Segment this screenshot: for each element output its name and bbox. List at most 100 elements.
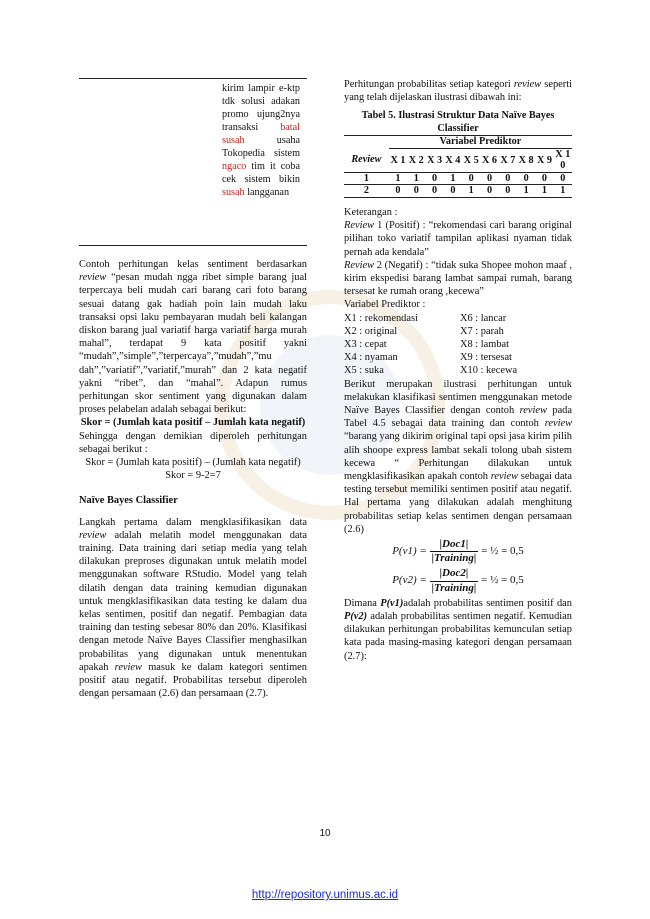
table-cell: 0 xyxy=(462,172,481,186)
table-caption: Tabel 5. Ilustrasi Struktur Data Naïve B… xyxy=(361,110,555,134)
text: “pesan mudah ngga ribet simple barang ju… xyxy=(79,272,307,416)
equation-1: P(v1) = |Doc1||Training| = ½ = 0,5 xyxy=(344,538,572,565)
table-col-header: X 1 0 xyxy=(553,148,572,173)
table-col-header: X 6 xyxy=(480,148,499,173)
fragment-text: langganan xyxy=(244,187,290,198)
paragraph-example: Contoh perhitungan kelas sentiment berda… xyxy=(79,258,307,416)
variable-item: X5 : suka xyxy=(344,365,384,377)
variables-title: Variabel Prediktor : xyxy=(344,299,426,311)
text: Berikut merupakan ilustrasi perhitungan … xyxy=(344,378,572,416)
italic-term: Review xyxy=(344,259,374,271)
paragraph-result: Sehingga dengan demikian diperoleh perhi… xyxy=(79,430,307,455)
equation-lhs: P(v2) = xyxy=(392,574,427,587)
table-cell: 0 xyxy=(407,184,426,198)
text: seperti yang telah dijelaskan ilustrasi … xyxy=(344,79,572,104)
table-cell: 0 xyxy=(480,184,499,198)
italic-term: review xyxy=(114,661,142,673)
table-cell: 1 xyxy=(443,172,463,186)
text: 1 (Positif) : “rekomendasi cari barang o… xyxy=(344,220,572,258)
text: adalah probabilitas sentimen positif dan xyxy=(403,597,572,609)
table-row-header: Review xyxy=(344,148,389,173)
fragment-text: tim it coba cek sistem bikin xyxy=(222,161,300,185)
italic-term: review xyxy=(519,404,547,416)
table-group-header: Variabel Prediktor xyxy=(388,135,572,149)
table-cell: 1 xyxy=(553,184,572,198)
table-fragment-text: kirim lampir e-ktp tdk solusi adakan pro… xyxy=(222,82,300,199)
fraction-numerator: |Doc1| xyxy=(429,538,479,553)
italic-term: review xyxy=(490,470,519,482)
review-2-desc: Review 2 (Negatif) : “tidak suka Shopee … xyxy=(344,259,572,299)
table-cell: 1 xyxy=(407,172,426,186)
table-cell: 0 xyxy=(498,172,517,186)
formula-score: Skor = (Jumlah kata positif – Jumlah kat… xyxy=(80,417,306,429)
text: pada Tabel 4.5 sebagai data training dan… xyxy=(344,404,572,430)
italic-term: review xyxy=(544,418,572,430)
left-column: kirim lampir e-ktp tdk solusi adakan pro… xyxy=(79,78,307,701)
italic-term: Review xyxy=(344,220,374,232)
text: “barang yang dikirim original tapi opsi … xyxy=(344,431,572,482)
variable-item: X6 : lancar xyxy=(460,312,507,324)
table-cell: 0 xyxy=(388,184,408,198)
table-cell: 1 xyxy=(516,184,536,198)
paragraph-illustration: Berikut merupakan ilustrasi perhitungan … xyxy=(344,378,572,536)
variable-item: X4 : nyaman xyxy=(344,352,398,364)
table-cell: 0 xyxy=(480,172,499,186)
table-header-empty xyxy=(344,135,389,149)
variable-item: X1 : rekomendasi xyxy=(344,312,418,324)
fraction-denominator: |Training| xyxy=(431,552,477,565)
variable-item: X10 : kecewa xyxy=(460,365,518,377)
paragraph-probabilities: Dimana P(v1)adalah probabilitas sentimen… xyxy=(344,597,572,663)
text: sebagai data testing tersebut memiliki s… xyxy=(344,470,572,535)
table-cell: 0 xyxy=(425,172,444,186)
table-row-id: 1 xyxy=(344,172,389,186)
table-col-header: X 3 xyxy=(425,148,444,173)
equation-rhs: = ½ = 0,5 xyxy=(481,545,524,558)
table-cell: 1 xyxy=(535,184,554,198)
text: adalah probabilitas sentimen negatif. Ke… xyxy=(344,611,572,662)
equation-fraction: |Doc1||Training| xyxy=(429,538,479,565)
table-col-header: X 7 xyxy=(498,148,517,173)
table-row-id: 2 xyxy=(344,184,389,198)
paragraph-naive-bayes: Langkah pertama dalam mengklasifikasikan… xyxy=(79,516,307,701)
variable-item: X2 : original xyxy=(344,325,398,337)
text: Perhitungan probabilitas setiap kategori xyxy=(344,79,514,90)
text: adalah melatih model menggunakan data tr… xyxy=(79,529,307,673)
review-1-desc: Review 1 (Positif) : “rekomendasi cari b… xyxy=(344,219,572,259)
table-cell: 1 xyxy=(388,172,408,186)
text: Dimana xyxy=(344,597,381,609)
repository-link[interactable]: http://repository.unimus.ac.id xyxy=(251,889,399,901)
table-cell: 0 xyxy=(498,184,517,198)
table-col-header: X 9 xyxy=(535,148,554,173)
table-col-header: X 4 xyxy=(443,148,463,173)
formula-score-expanded: Skor = (Jumlah kata positif) – (Jumlah k… xyxy=(85,457,301,469)
table-cell: 0 xyxy=(425,184,444,198)
fragment-text: usaha Tokopedia sistem xyxy=(222,135,300,159)
highlighted-word: susah xyxy=(222,187,245,198)
highlighted-word: ngaco xyxy=(222,161,247,172)
variable-item: X3 : cepat xyxy=(344,338,387,350)
equation-fraction: |Doc2||Training| xyxy=(429,567,479,594)
table-col-header: X 8 xyxy=(516,148,536,173)
text: 2 (Negatif) : “tidak suka Shopee mohon m… xyxy=(344,259,572,298)
table-col-header: X 1 xyxy=(388,148,408,173)
formula-score-value: Skor = 9-2=7 xyxy=(165,470,221,482)
italic-term: review xyxy=(79,272,107,284)
table-cell: 0 xyxy=(553,172,572,186)
table-col-header: X 2 xyxy=(407,148,426,173)
variable-item: X8 : lambat xyxy=(460,338,510,350)
equation-2: P(v2) = |Doc2||Training| = ½ = 0,5 xyxy=(344,567,572,594)
variable-item: X7 : parah xyxy=(460,325,504,337)
fraction-denominator: |Training| xyxy=(431,581,477,594)
fragment-text: kirim lampir e-ktp tdk solusi adakan pro… xyxy=(222,83,300,133)
right-column: Perhitungan probabilitas setiap kategori… xyxy=(344,78,572,663)
text: masuk ke dalam kategori sentimen positif… xyxy=(79,661,307,700)
italic-term: review xyxy=(79,529,107,541)
text: Contoh perhitungan kelas sentiment berda… xyxy=(79,259,307,270)
table-col-header: X 5 xyxy=(462,148,481,173)
